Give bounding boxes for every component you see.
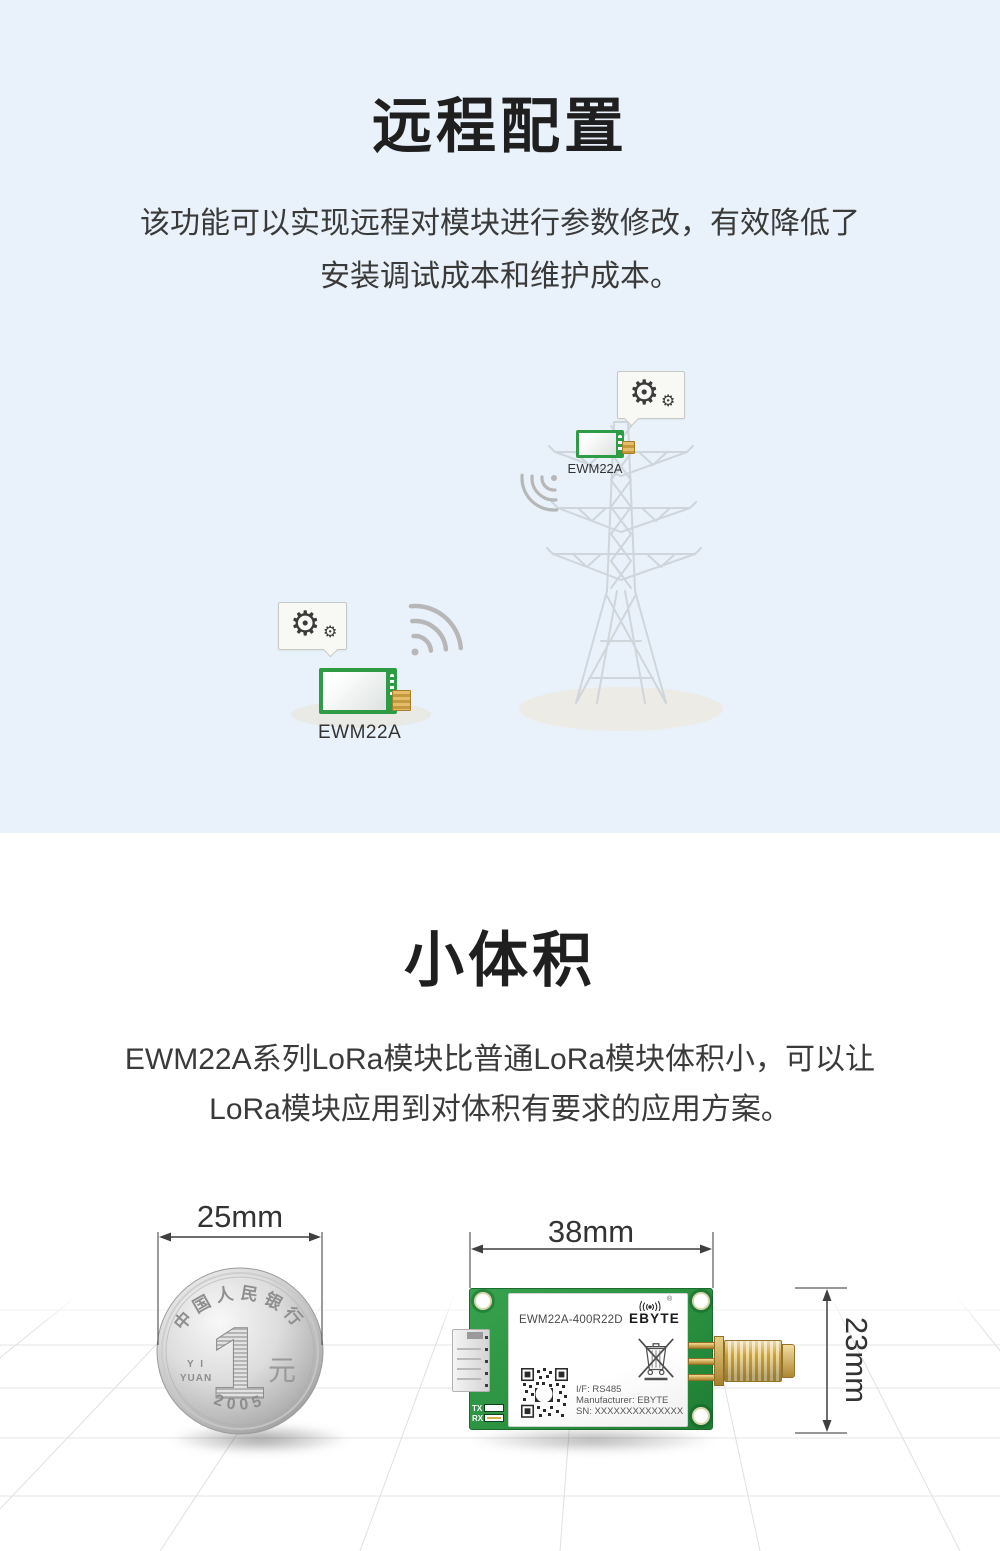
tx-label: TX [472,1404,483,1413]
module-serial-text: SN: XXXXXXXXXXXXXX [576,1406,684,1417]
remote-config-desc-line2: 安装调试成本和维护成本。 [320,260,680,293]
small-size-desc-line2: LoRa模块应用到对体积有要求的应用方案。 [209,1093,791,1126]
remote-config-title: 远程配置 [372,93,628,160]
coin-illustration: 中国人民银行 1 Y I YUAN 元 2005 [156,1267,324,1435]
pcb-shadow [468,1427,718,1453]
gear-small-icon: ⚙ [661,393,676,410]
wifi-signal-icon [408,603,464,656]
remote-config-section [0,0,1000,833]
rx-led [484,1414,504,1422]
remote-config-desc-line1: 该功能可以实现远程对模块进行参数修改，有效降低了 [140,207,860,240]
antenna-plug-icon [392,690,411,711]
dimension-layer: 25mm 38mm 23mm [157,1199,874,1434]
power-tower-illustration [546,421,702,704]
coin-dimension-label: 25mm [197,1199,283,1234]
module-height-label: 23mm [839,1317,874,1403]
tower-module-label: EWM22A [567,461,623,476]
gear-icon: ⚙ [629,374,660,412]
gear-small-icon: ⚙ [323,624,338,641]
coin-pinyin-line2: YUAN [180,1373,212,1384]
antenna-logo-icon [639,1300,661,1311]
mounting-hole [692,1292,710,1310]
small-size-desc-line1: EWM22A系列LoRa模块比普通LoRa模块体积小，可以让 [124,1043,876,1076]
connector-grooves [457,1340,481,1383]
connector-pins [485,1336,488,1388]
coin-year: 2005 [212,1391,269,1414]
mounting-hole [692,1407,710,1425]
sma-connector-tip [782,1344,795,1378]
sma-connector [724,1340,782,1382]
coin-pinyin-line1: Y I [187,1359,205,1370]
module-width-label: 38mm [548,1214,634,1249]
module-pin-dots [618,435,622,453]
ground-module-label: EWM22A [318,722,402,743]
small-size-title: 小体积 [404,927,596,994]
tx-led [484,1404,504,1412]
small-size-section [0,833,1000,1551]
brand-logo-text: EBYTE [629,1311,681,1326]
lora-module-ground [319,668,397,714]
speech-bubble: ⚙ ⚙ [278,602,347,658]
module-label-panel: EWM22A-400R22D EBYTE ® [508,1293,688,1427]
coin-denomination: 1 [210,1306,267,1420]
connector-latch [467,1332,483,1339]
module-interface-text: I/F: RS485 [576,1384,622,1395]
tower-shadow [519,687,723,731]
speech-bubble: ⚙ ⚙ [617,371,685,427]
module-model-text: EWM22A-400R22D [519,1314,623,1326]
sma-flange [714,1336,724,1386]
weee-crossed-bin-icon [638,1338,674,1381]
coin-yuan-char: 元 [268,1355,296,1386]
module-manufacturer-text: Manufacturer: EBYTE [576,1395,669,1406]
wifi-signal-icon [520,473,559,512]
mounting-hole [474,1292,492,1310]
module-pin-dots [390,674,394,696]
antenna-plug-icon [622,441,635,454]
rx-label: RX [472,1414,484,1423]
qr-code [521,1368,568,1418]
jst-connector [452,1329,490,1392]
registered-mark: ® [667,1296,673,1303]
lora-module-tower [576,430,624,458]
gear-icon: ⚙ [290,605,321,643]
